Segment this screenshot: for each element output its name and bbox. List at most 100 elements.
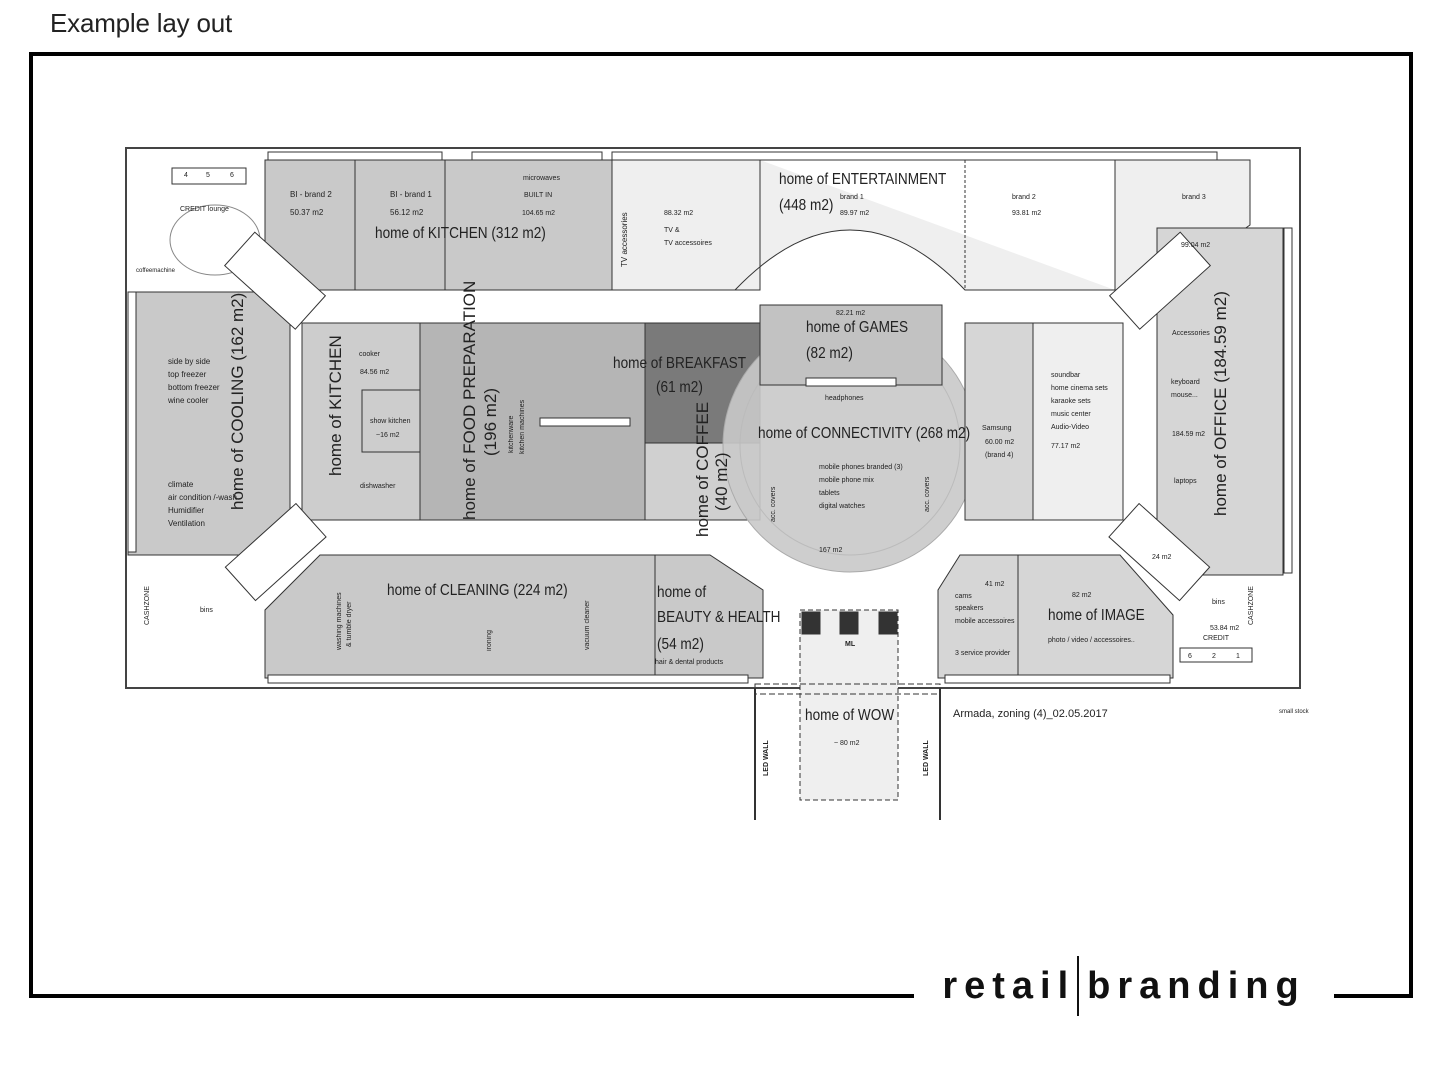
area-label: ~ 80 m2: [834, 740, 860, 747]
label: music center: [1051, 411, 1091, 418]
area-label: 41 m2: [985, 581, 1005, 588]
zone-title-office: home of OFFICE (184.59 m2): [1211, 291, 1230, 516]
label: wine cooler: [168, 396, 209, 405]
zone-title-entertainment: home of ENTERTAINMENT: [779, 171, 947, 188]
retail-branding-logo: retail branding: [914, 953, 1334, 1019]
label: microwaves: [523, 175, 560, 182]
entrance-gate: [754, 683, 941, 695]
label: ironing: [486, 629, 493, 651]
logo-right: branding: [1087, 964, 1306, 1007]
zone-beauty: [654, 554, 764, 679]
wall-shelving: [267, 674, 749, 684]
area-label: 167 m2: [819, 547, 843, 554]
label: side by side: [168, 357, 211, 366]
area-label: 88.32 m2: [664, 210, 694, 217]
kiosk: [223, 231, 327, 330]
desk-number: 6: [1188, 653, 1192, 660]
label: CREDIT: [1203, 635, 1230, 642]
wall-shelving: [127, 291, 137, 553]
label: home of: [657, 584, 707, 601]
area-label: 104.65 m2: [522, 210, 556, 217]
area-label: 82 m2: [1072, 592, 1092, 599]
drawing-frame: [29, 52, 1413, 998]
credit-desk: [1179, 647, 1253, 663]
label: speakers: [955, 605, 984, 612]
area-label: 77.17 m2: [1051, 443, 1081, 450]
label: dishwasher: [360, 483, 396, 490]
label: air condition /-wash: [168, 493, 237, 502]
zone-tv: [611, 159, 761, 291]
shelf-fixture: [805, 377, 897, 387]
label: Samsung: [982, 425, 1012, 432]
label: CASHZONE: [144, 586, 151, 625]
label: Audio-Video: [1051, 424, 1090, 431]
label: CASHZONE: [1248, 586, 1255, 625]
desk-number: 1: [1236, 653, 1240, 660]
shelf-fixture: [539, 417, 631, 427]
label: bottom freezer: [168, 383, 220, 392]
label: 3 service provider: [955, 650, 1011, 657]
area-label: 56.12 m2: [390, 208, 424, 217]
wall-shelving: [1283, 227, 1293, 574]
zone-games: [759, 304, 943, 386]
label: vacuum cleaner: [584, 600, 591, 650]
zone-size: (196 m2): [481, 387, 500, 456]
zone-title-games: home of GAMES: [806, 319, 909, 336]
label: BUILT IN: [524, 192, 553, 199]
kiosk: [1108, 502, 1211, 602]
label: photo / video / accessoires..: [1048, 637, 1135, 644]
label: kitchen machines: [519, 399, 526, 454]
label: TV accessoires: [664, 240, 712, 247]
zone-size: (40 m2): [712, 452, 731, 511]
zone-title-beauty: BEAUTY & HEALTH: [657, 609, 781, 626]
label: Humidifier: [168, 506, 205, 515]
label: TV &: [664, 227, 680, 234]
label: bins: [1212, 599, 1225, 606]
zone-title-breakfast: home of BREAKFAST: [613, 355, 747, 372]
zone-cleaning: [264, 554, 656, 679]
desk-number: 2: [1212, 653, 1216, 660]
label: TV accessories: [620, 212, 629, 267]
label: mouse...: [1171, 392, 1198, 399]
label: & tumble dryer: [346, 601, 353, 647]
label: climate: [168, 480, 194, 489]
ml-screen: [801, 611, 821, 635]
label: karaoke sets: [1051, 398, 1091, 405]
label: top freezer: [168, 370, 207, 379]
label: Accessories: [1172, 330, 1210, 337]
label: home cinema sets: [1051, 385, 1108, 392]
area-label: 89.97 m2: [840, 210, 870, 217]
label: soundbar: [1051, 372, 1081, 379]
label: coffeemachine: [136, 268, 175, 274]
zone-title-connectivity: home of CONNECTIVITY (268 m2): [758, 425, 971, 442]
label: bins: [200, 607, 213, 614]
wall-shelving: [267, 151, 443, 161]
label: Ventilation: [168, 519, 205, 528]
ml-screen: [878, 611, 898, 635]
label: CREDIT lounge: [180, 206, 229, 213]
zone-wow: [799, 609, 899, 801]
page-title: Example lay out: [50, 8, 232, 38]
zone-audio: [1032, 322, 1124, 521]
area-label: 60.00 m2: [985, 439, 1015, 446]
area-label: 24 m2: [1152, 554, 1172, 561]
zone-title-cleaning: home of CLEANING (224 m2): [387, 582, 568, 599]
area-label: 82.21 m2: [836, 310, 866, 317]
label: washing machines: [336, 592, 343, 650]
label: mobile accessoires: [955, 618, 1015, 625]
drawing-note: Armada, zoning (4)_02.05.2017: [953, 708, 1108, 720]
area-label: ~16 m2: [376, 432, 400, 439]
zone-title-kitchen: home of KITCHEN: [326, 335, 345, 476]
zone-size: (61 m2): [656, 379, 703, 396]
label: mobile phone mix: [819, 477, 874, 484]
label: keyboard: [1171, 379, 1200, 386]
label: (brand 4): [985, 452, 1014, 459]
area-label: 99.04 m2: [1181, 242, 1211, 249]
zone-title-cooling: home of COOLING (162 m2): [228, 292, 247, 510]
show-kitchen: [361, 389, 421, 453]
logo-divider: [1077, 956, 1080, 1016]
wall-shelving: [471, 151, 603, 161]
desk-number: 5: [206, 172, 210, 179]
zone-title-coffee: home of COFFEE: [693, 401, 712, 537]
label: show kitchen: [370, 418, 411, 425]
